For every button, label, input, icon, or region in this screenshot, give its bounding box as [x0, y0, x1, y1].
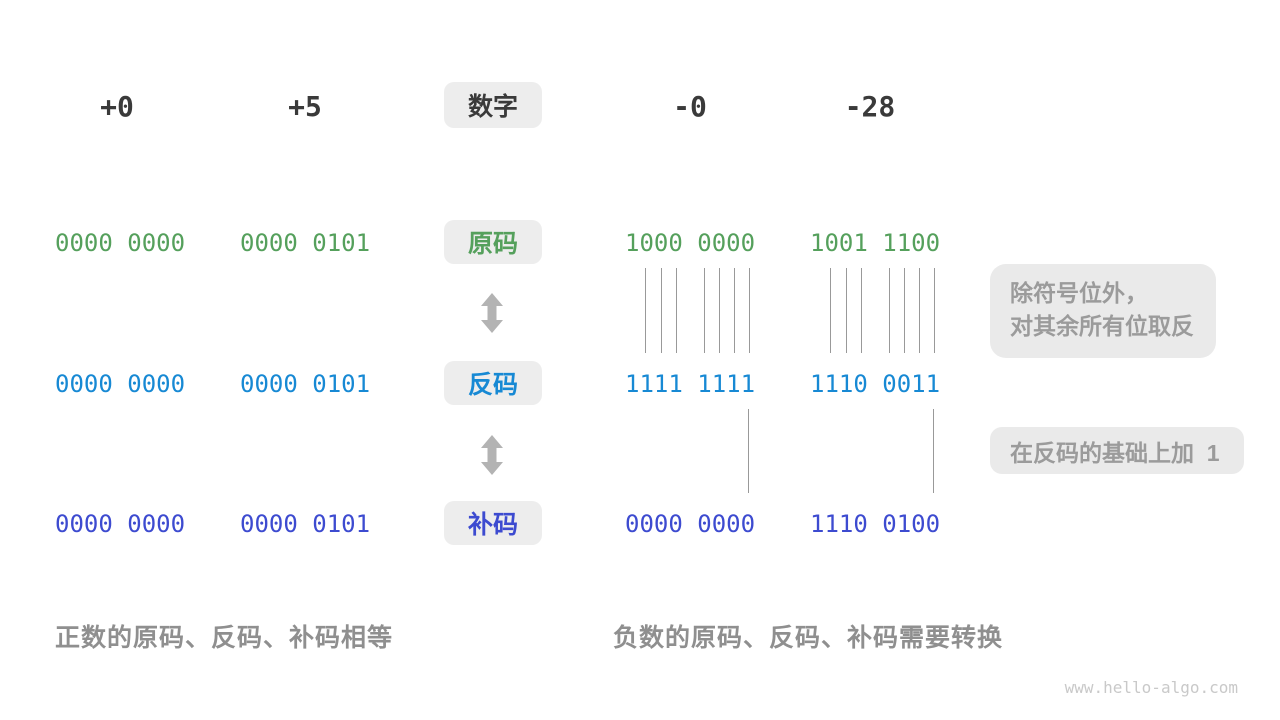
ones-complement-badge-label: 反码 [467, 371, 518, 399]
number-label-badge: 数字 [444, 82, 542, 128]
twos-complement-badge: 补码 [444, 501, 542, 545]
bit-connector-line [645, 268, 646, 353]
negative-numbers-caption: 负数的原码、反码、补码需要转换 [613, 624, 1004, 652]
header-number-minus-twentyeight: -28 [844, 90, 896, 123]
bit-connector-line [704, 268, 705, 353]
twos-complement-badge-label: 补码 [467, 511, 518, 539]
sign-magnitude-badge-label: 原码 [467, 230, 518, 258]
watermark-url: www.hello-algo.com [1064, 678, 1238, 697]
ones-complement-value-minus0: 1111 1111 [625, 370, 756, 398]
sign-magnitude-value-minus0: 1000 0000 [625, 229, 756, 257]
bit-connector-line [934, 268, 935, 353]
sign-magnitude-value-minus28: 1001 1100 [810, 229, 941, 257]
sign-magnitude-badge: 原码 [444, 220, 542, 264]
add-one-annotation: 在反码的基础上加 1 [990, 427, 1244, 474]
twos-complement-value-minus28: 1110 0100 [810, 510, 941, 538]
double-arrow-icon [480, 293, 504, 333]
bit-connector-line [749, 268, 750, 353]
header-number-plus-five: +5 [288, 90, 322, 123]
bit-connector-line [861, 268, 862, 353]
sign-magnitude-value-plus0: 0000 0000 [55, 229, 186, 257]
sign-magnitude-value-plus5: 0000 0101 [240, 229, 371, 257]
bit-connector-line [846, 268, 847, 353]
ones-complement-value-plus5: 0000 0101 [240, 370, 371, 398]
bit-connector-line [904, 268, 905, 353]
bit-connector-line [676, 268, 677, 353]
header-number-plus-zero: +0 [100, 90, 134, 123]
bit-connector-line [748, 409, 749, 493]
bit-connector-line [830, 268, 831, 353]
bit-connector-line [661, 268, 662, 353]
bit-connector-line [734, 268, 735, 353]
invert-bits-annotation-line1: 除符号位外， [1010, 280, 1148, 306]
twos-complement-value-plus5: 0000 0101 [240, 510, 371, 538]
bit-connector-line [919, 268, 920, 353]
header-number-minus-zero: -0 [673, 90, 707, 123]
invert-bits-annotation: 除符号位外， 对其余所有位取反 [990, 264, 1216, 358]
positive-numbers-caption: 正数的原码、反码、补码相等 [55, 624, 394, 652]
bit-connector-line [933, 409, 934, 493]
bit-connector-line [719, 268, 720, 353]
invert-bits-annotation-line2: 对其余所有位取反 [1010, 313, 1194, 339]
twos-complement-value-plus0: 0000 0000 [55, 510, 186, 538]
ones-complement-value-plus0: 0000 0000 [55, 370, 186, 398]
twos-complement-value-minus0: 0000 0000 [625, 510, 756, 538]
ones-complement-badge: 反码 [444, 361, 542, 405]
double-arrow-icon [480, 435, 504, 475]
bit-connector-line [889, 268, 890, 353]
number-badge-label: 数字 [467, 93, 518, 121]
add-one-annotation-text: 在反码的基础上加 1 [1010, 439, 1220, 466]
ones-complement-value-minus28: 1110 0011 [810, 370, 941, 398]
